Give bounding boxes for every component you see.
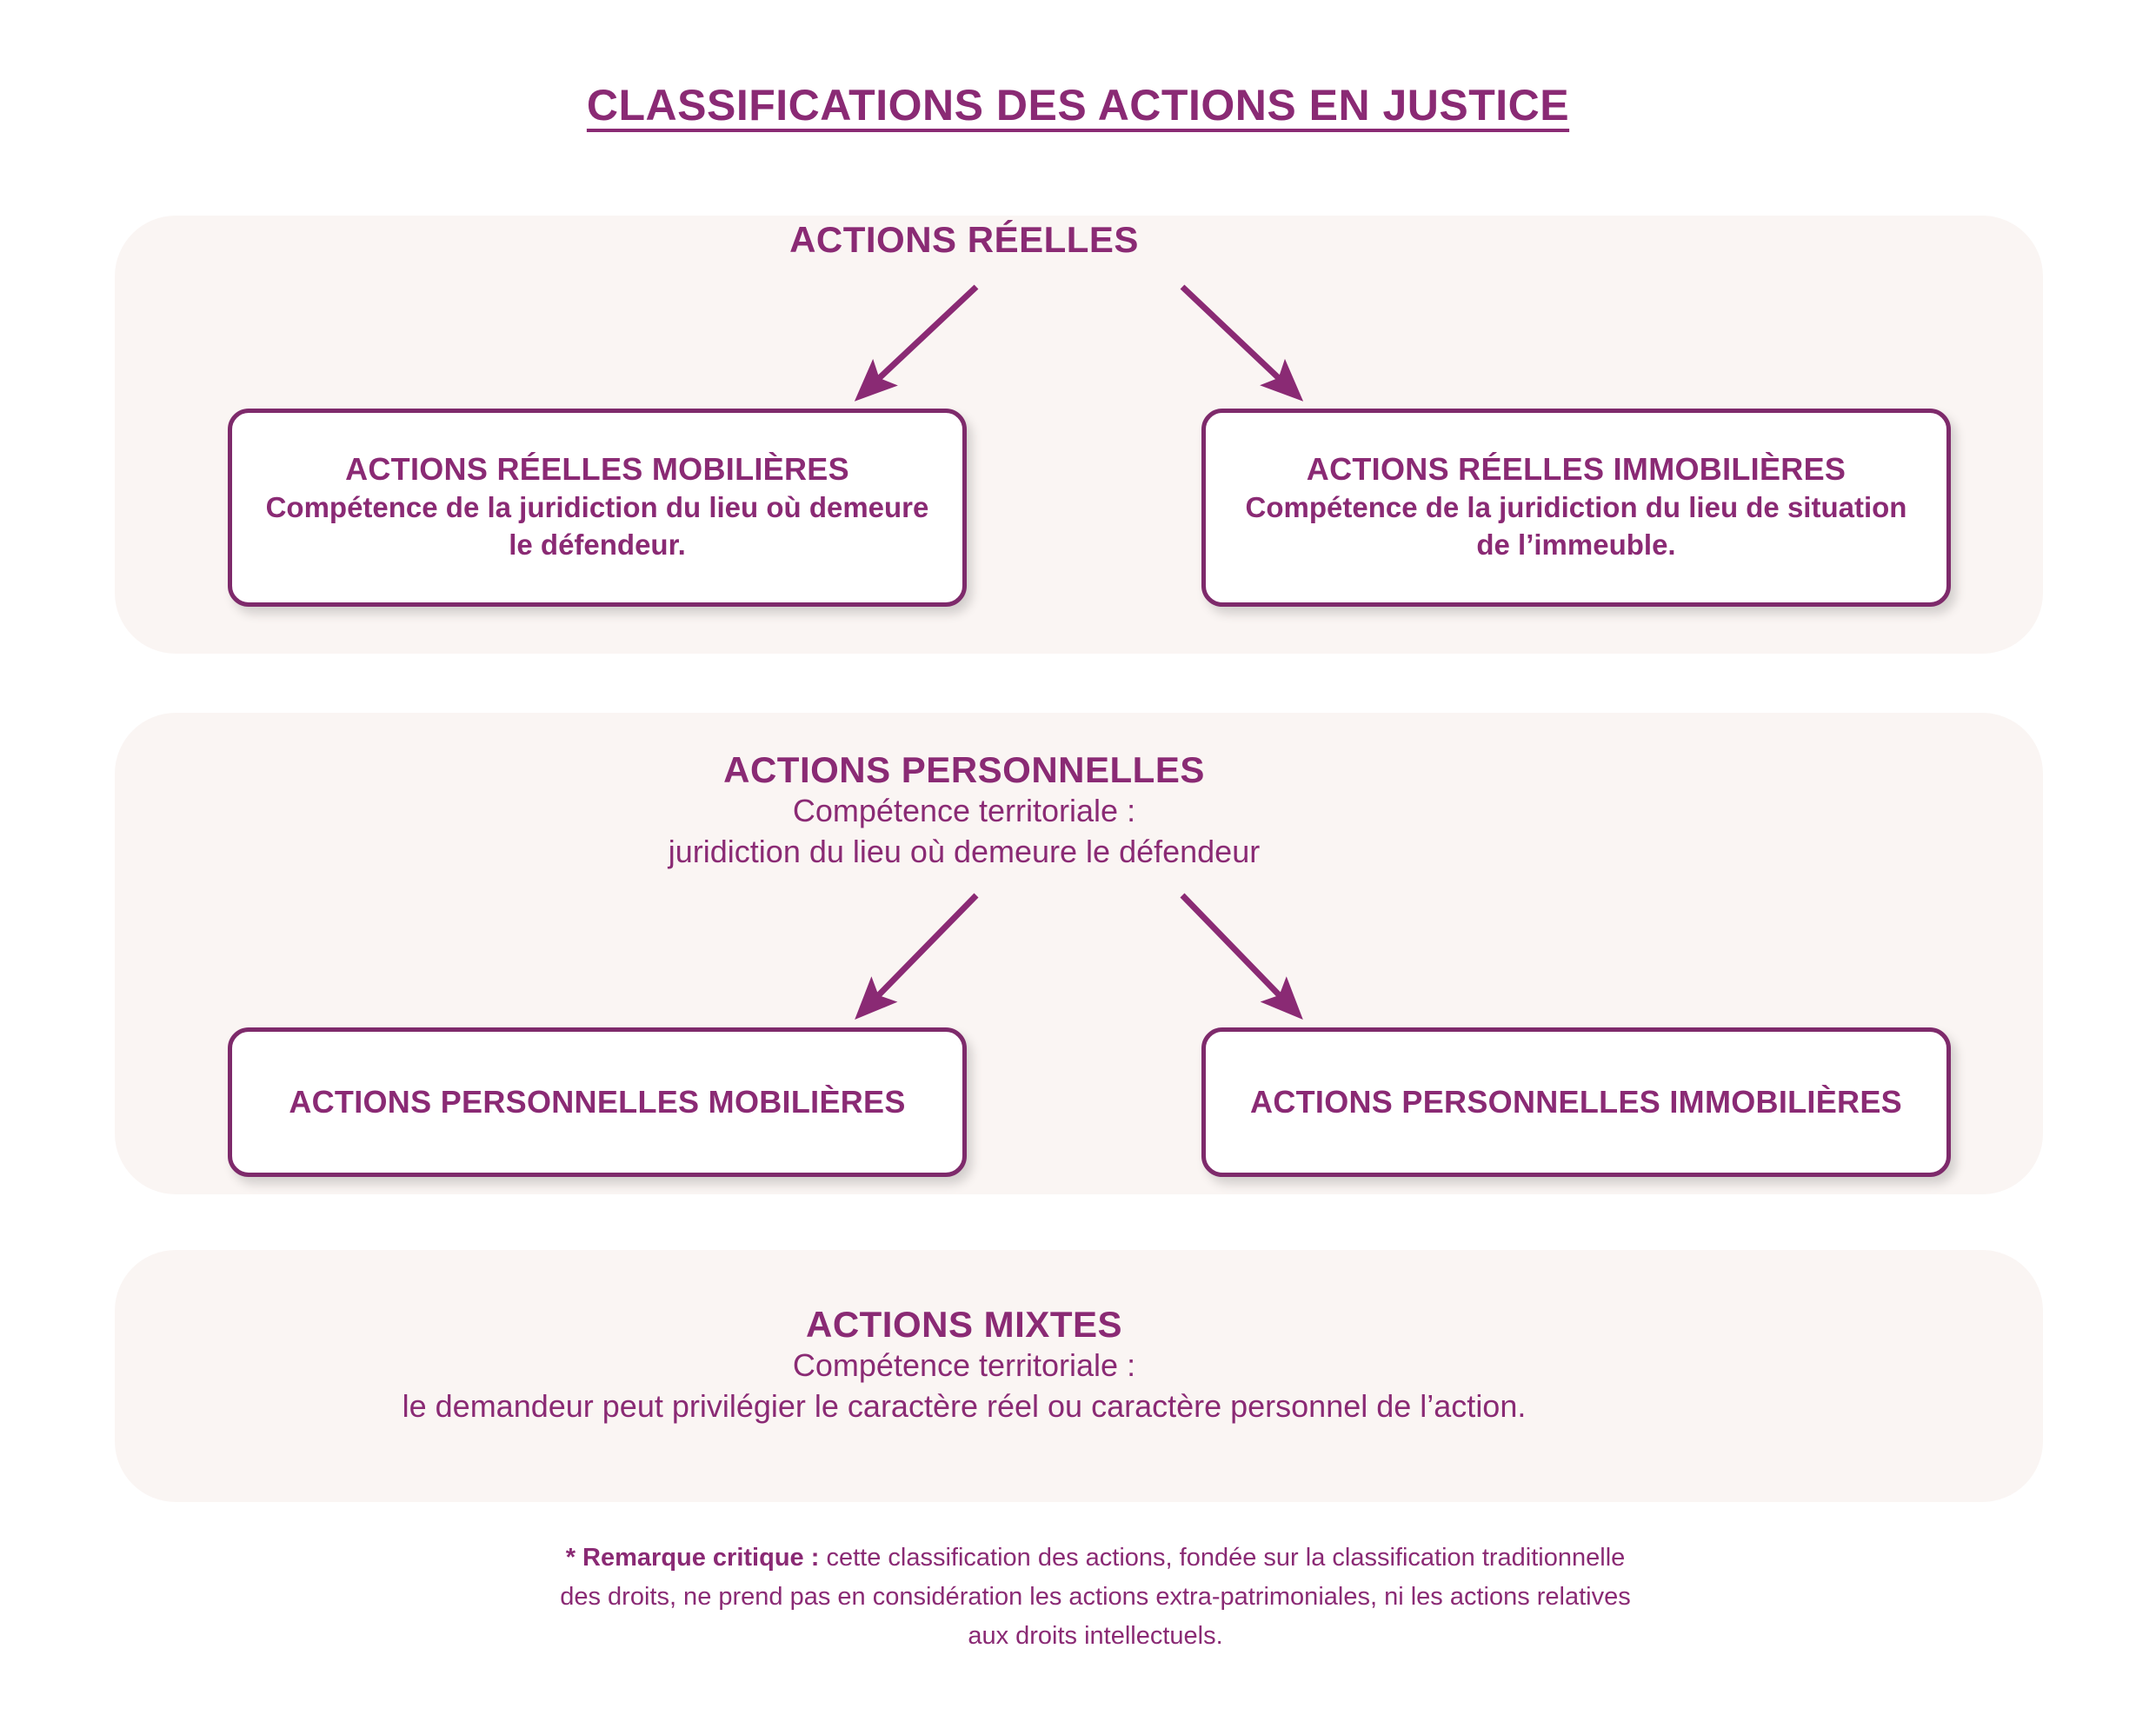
section-title-actions-personnelles: ACTIONS PERSONNELLES [723,749,1205,790]
box-title-actions-personnelles-immobilieres: ACTIONS PERSONNELLES IMMOBILIÈRES [1250,1083,1902,1120]
section-subtitle-line-1-actions-personnelles: Compétence territoriale : [792,793,1136,829]
footnote: * Remarque critique : cette classificati… [556,1539,1634,1656]
section-subtitle-line-1-actions-mixtes: Compétence territoriale : [792,1347,1136,1384]
box-actions-personnelles-immobilieres[interactable]: ACTIONS PERSONNELLES IMMOBILIÈRES [1201,1027,1951,1177]
panel-actions-mixtes [115,1250,2043,1502]
footnote-label: Remarque critique : [582,1544,820,1572]
section-title-actions-reelles: ACTIONS RÉELLES [789,219,1139,260]
box-title-actions-reelles-immobilieres: ACTIONS RÉELLES IMMOBILIÈRES [1306,450,1847,487]
section-subtitle-line-2-actions-mixtes: le demandeur peut privilégier le caractè… [402,1388,1527,1425]
section-heading-actions-personnelles: ACTIONS PERSONNELLES Compétence territor… [0,749,1928,873]
box-desc-actions-reelles-immobilieres: Compétence de la juridiction du lieu de … [1245,491,1907,562]
box-actions-reelles-mobilieres[interactable]: ACTIONS RÉELLES MOBILIÈRES Compétence de… [228,409,967,607]
box-title-actions-reelles-mobilieres: ACTIONS RÉELLES MOBILIÈRES [345,450,849,487]
section-heading-actions-reelles: ACTIONS RÉELLES [0,219,1928,261]
footnote-text: cette classification des actions, fondée… [560,1544,1631,1650]
footnote-marker: * [565,1544,583,1572]
section-title-actions-mixtes: ACTIONS MIXTES [805,1304,1123,1345]
box-actions-personnelles-mobilieres[interactable]: ACTIONS PERSONNELLES MOBILIÈRES [228,1027,967,1177]
section-subtitle-line-2-actions-personnelles: juridiction du lieu où demeure le défend… [668,834,1261,870]
page-title: CLASSIFICATIONS DES ACTIONS EN JUSTICE [586,81,1570,130]
box-title-actions-personnelles-mobilieres: ACTIONS PERSONNELLES MOBILIÈRES [289,1083,906,1120]
section-heading-actions-mixtes: ACTIONS MIXTES Compétence territoriale :… [0,1304,1928,1427]
box-desc-actions-reelles-mobilieres: Compétence de la juridiction du lieu où … [265,491,929,562]
box-actions-reelles-immobilieres[interactable]: ACTIONS RÉELLES IMMOBILIÈRES Compétence … [1201,409,1951,607]
